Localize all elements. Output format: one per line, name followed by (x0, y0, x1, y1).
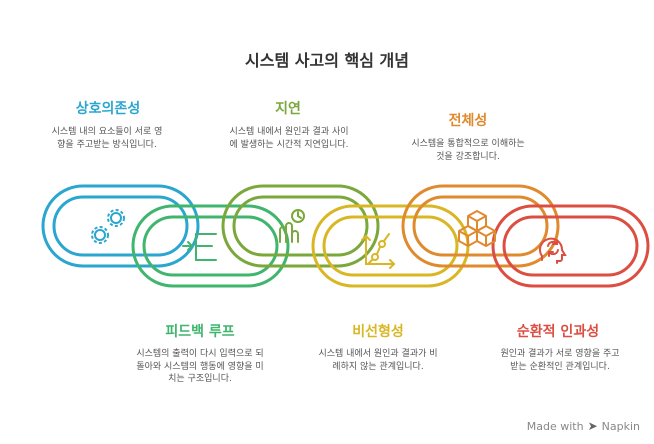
desc-feedback-loop: 시스템의 출력이 다시 입력으로 되돌아와 시스템의 행동에 영향을 미치는 구… (136, 349, 264, 384)
nonlinear-graph-icon (361, 233, 396, 269)
cubes-icon (458, 210, 496, 247)
heading-feedback-loop: 피드백 루프 (165, 324, 235, 340)
desc-circular-causality: 원인과 결과가 서로 영향을 주고받는 순환적인 관계입니다. (500, 349, 620, 372)
delay-hand-icon (279, 209, 305, 243)
heading-wholeness: 전체성 (448, 113, 488, 129)
gears-icon (91, 209, 125, 244)
napkin-logo-icon: ➤ (587, 419, 598, 433)
chain-link-delay (221, 184, 380, 268)
chain-link-interdependence (41, 184, 200, 268)
feedback-arrow-icon (182, 233, 217, 261)
heading-interdependence: 상호의존성 (75, 101, 141, 117)
desc-delay: 시스템 내에서 원인과 결과 사이에 발생하는 시간적 지연입니다. (229, 127, 349, 150)
made-with-napkin-badge[interactable]: Made with ➤ Napkin (527, 419, 640, 433)
made-with-label: Made with (526, 419, 584, 433)
chain-link-wholeness (401, 184, 560, 268)
desc-interdependence: 시스템 내의 요소들이 서로 영향을 주고받는 방식입니다. (51, 127, 163, 150)
circular-head-icon (539, 237, 567, 264)
desc-wholeness: 시스템을 통합적으로 이해하는 것을 강조합니다. (411, 139, 525, 162)
heading-nonlinearity: 비선형성 (352, 324, 404, 340)
heading-delay: 지연 (275, 101, 301, 117)
heading-circular-causality: 순환적 인과성 (516, 324, 600, 340)
desc-nonlinearity: 시스템 내에서 원인과 결과가 비례하지 않는 관계입니다. (318, 349, 438, 372)
page-title: 시스템 사고의 핵심 개념 (245, 51, 409, 70)
chain-link-feedback-loop (131, 204, 290, 288)
napkin-brand-label: Napkin (601, 419, 640, 433)
chain-link-circular-causality (491, 204, 650, 288)
chain-link-nonlinearity (311, 204, 470, 288)
